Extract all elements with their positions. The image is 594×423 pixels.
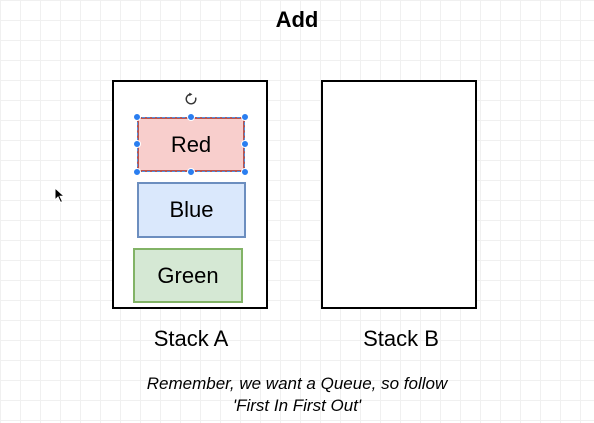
- resize-handle-bottom-left[interactable]: [133, 168, 141, 176]
- stack-a-label: Stack A: [153, 326, 229, 351]
- resize-handle-top[interactable]: [187, 113, 195, 121]
- block-green[interactable]: Green: [133, 248, 243, 303]
- block-green-label: Green: [157, 262, 219, 288]
- resize-handle-bottom[interactable]: [187, 168, 195, 176]
- block-blue[interactable]: Blue: [137, 182, 246, 238]
- resize-handle-top-left[interactable]: [133, 113, 141, 121]
- resize-handle-top-right[interactable]: [241, 113, 249, 121]
- stack-b-container[interactable]: [321, 80, 477, 309]
- resize-handle-left[interactable]: [133, 140, 141, 148]
- block-blue-label: Blue: [169, 197, 214, 222]
- resize-handle-bottom-right[interactable]: [241, 168, 249, 176]
- note-line-1: Remember, we want a Queue, so follow: [146, 374, 448, 393]
- diagram-title: Add: [275, 7, 319, 32]
- rotate-icon[interactable]: [184, 92, 198, 106]
- mouse-cursor-icon: [54, 187, 66, 204]
- stack-b-label: Stack B: [363, 326, 439, 351]
- resize-handle-right[interactable]: [241, 140, 249, 148]
- block-red-label: Red: [170, 131, 212, 157]
- note-line-2: 'First In First Out': [232, 396, 362, 415]
- block-red[interactable]: Red: [137, 117, 245, 172]
